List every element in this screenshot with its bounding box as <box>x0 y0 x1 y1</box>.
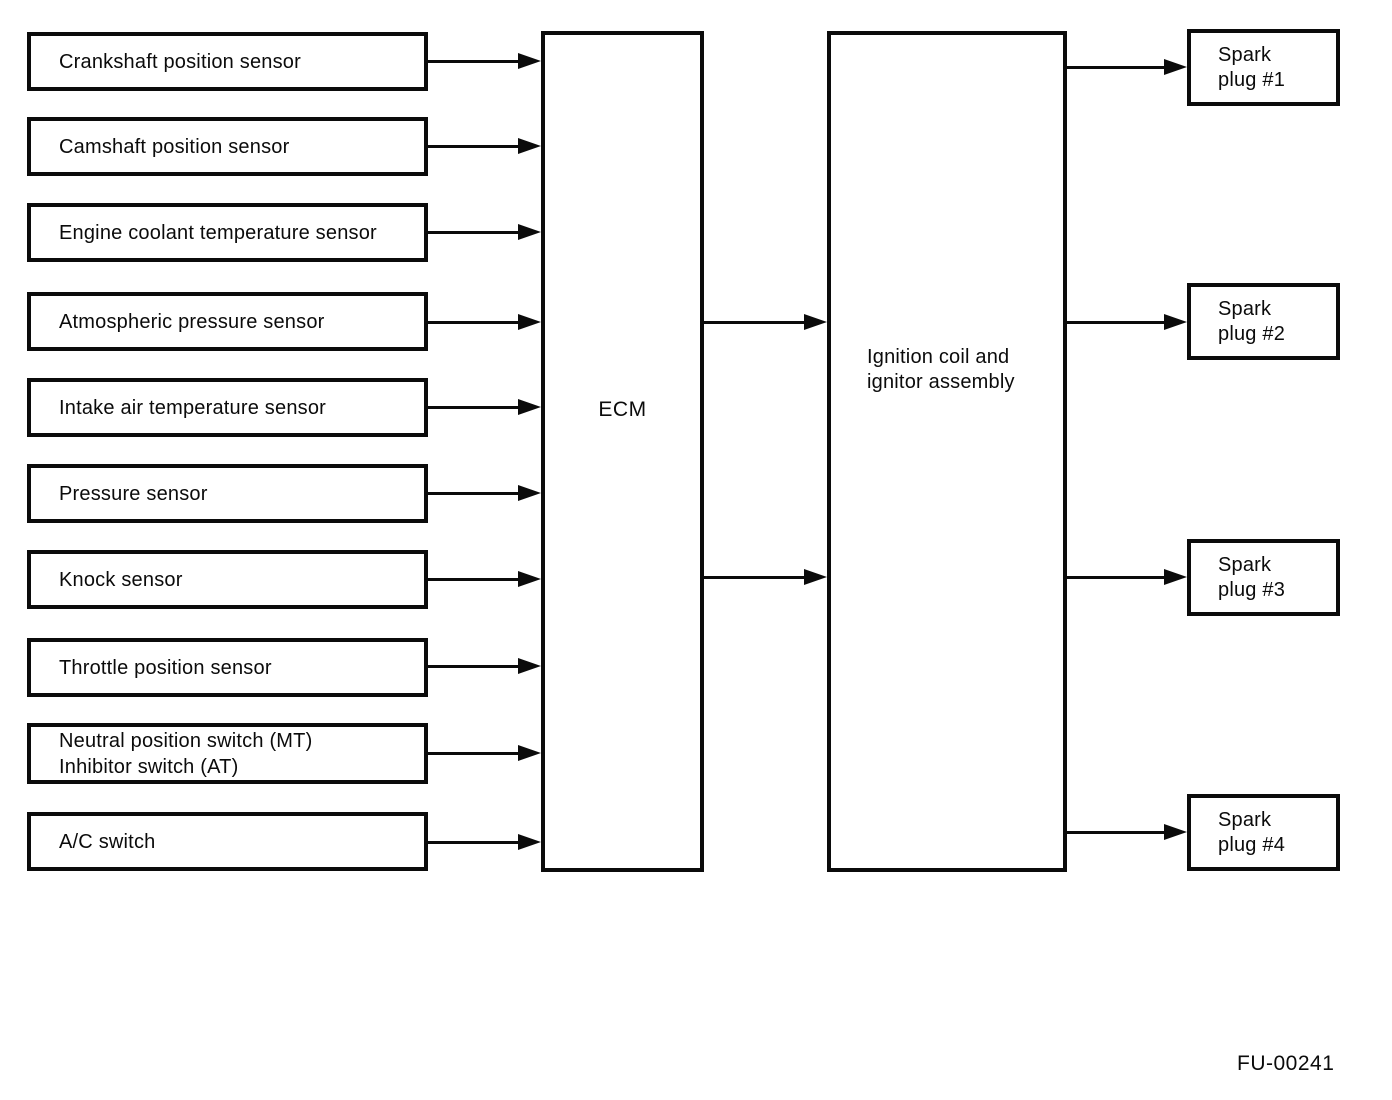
pressure-sensor-box: Pressure sensor <box>27 464 428 523</box>
arrow-ignition-to-spark-plug-2 <box>1067 314 1187 330</box>
spark-plug-3-box: Spark plug #3 <box>1187 539 1340 616</box>
arrow-coolant-temp-to-ecm <box>427 224 541 240</box>
spark-plug-1-label: Spark plug #1 <box>1218 43 1286 91</box>
ecm-box: ECM <box>541 31 704 872</box>
arrow-ecm-to-ignition-lower <box>704 569 827 585</box>
neutral-position-inhibitor-switch-box: Neutral position switch (MT) Inhibitor s… <box>27 723 428 784</box>
arrow-neutral-switch-to-ecm <box>427 745 541 761</box>
camshaft-position-sensor-label: Camshaft position sensor <box>59 135 290 158</box>
knock-sensor-label: Knock sensor <box>59 568 183 591</box>
ecm-label: ECM <box>598 398 647 421</box>
atmospheric-pressure-sensor-box: Atmospheric pressure sensor <box>27 292 428 351</box>
engine-coolant-temperature-sensor-label: Engine coolant temperature sensor <box>59 221 377 244</box>
figure-code: FU-00241 <box>1237 1052 1335 1075</box>
arrow-camshaft-to-ecm <box>427 138 541 154</box>
ac-switch-label: A/C switch <box>59 830 156 853</box>
ac-switch-box: A/C switch <box>27 812 428 871</box>
arrow-pressure-to-ecm <box>427 485 541 501</box>
ignition-coil-ignitor-assembly-box: Ignition coil and ignitor assembly <box>827 31 1067 872</box>
neutral-position-inhibitor-switch-label: Neutral position switch (MT) Inhibitor s… <box>59 729 313 778</box>
throttle-position-sensor-box: Throttle position sensor <box>27 638 428 697</box>
arrow-atmospheric-to-ecm <box>427 314 541 330</box>
intake-air-temperature-sensor-box: Intake air temperature sensor <box>27 378 428 437</box>
arrow-knock-to-ecm <box>427 571 541 587</box>
spark-plug-1-box: Spark plug #1 <box>1187 29 1340 106</box>
atmospheric-pressure-sensor-label: Atmospheric pressure sensor <box>59 310 325 333</box>
crankshaft-position-sensor-box: Crankshaft position sensor <box>27 32 428 91</box>
spark-plug-4-label: Spark plug #4 <box>1218 808 1286 856</box>
throttle-position-sensor-label: Throttle position sensor <box>59 656 272 679</box>
crankshaft-position-sensor-label: Crankshaft position sensor <box>59 50 301 73</box>
spark-plug-2-box: Spark plug #2 <box>1187 283 1340 360</box>
arrow-crankshaft-to-ecm <box>427 53 541 69</box>
arrow-ac-switch-to-ecm <box>427 834 541 850</box>
spark-plug-3-label: Spark plug #3 <box>1218 553 1286 601</box>
arrow-ignition-to-spark-plug-4 <box>1067 824 1187 840</box>
camshaft-position-sensor-box: Camshaft position sensor <box>27 117 428 176</box>
intake-air-temperature-sensor-label: Intake air temperature sensor <box>59 396 327 419</box>
arrow-throttle-to-ecm <box>427 658 541 674</box>
engine-coolant-temperature-sensor-box: Engine coolant temperature sensor <box>27 203 428 262</box>
spark-plug-2-label: Spark plug #2 <box>1218 297 1286 345</box>
arrow-intake-air-to-ecm <box>427 399 541 415</box>
knock-sensor-box: Knock sensor <box>27 550 428 609</box>
arrow-ecm-to-ignition-upper <box>704 314 827 330</box>
ignition-coil-ignitor-assembly-label: Ignition coil and ignitor assembly <box>867 346 1015 393</box>
spark-plug-4-box: Spark plug #4 <box>1187 794 1340 871</box>
pressure-sensor-label: Pressure sensor <box>59 482 208 505</box>
arrow-ignition-to-spark-plug-1 <box>1067 59 1187 75</box>
arrow-ignition-to-spark-plug-3 <box>1067 569 1187 585</box>
